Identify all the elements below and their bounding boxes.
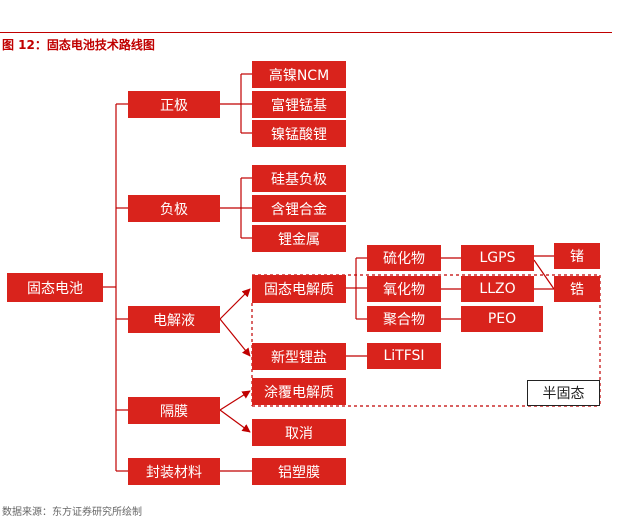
title-rule (0, 32, 612, 33)
category-electrolyte: 电解液 (128, 306, 220, 333)
semi-solid-label: 半固态 (527, 380, 600, 406)
category-separator: 隔膜 (128, 397, 220, 424)
lithium-salt-example: LiTFSI (367, 343, 441, 369)
dopant: 锗 (554, 243, 600, 269)
solid-example: LLZO (461, 276, 534, 302)
solid-type: 聚合物 (367, 306, 441, 332)
root-node: 固态电池 (7, 273, 103, 302)
anode-item: 硅基负极 (252, 165, 346, 192)
packaging-item: 铝塑膜 (252, 458, 346, 485)
electrolyte-item-new-salt: 新型锂盐 (252, 343, 346, 370)
electrolyte-item-solid: 固态电解质 (252, 275, 346, 303)
dopant: 锆 (554, 276, 600, 302)
category-anode: 负极 (128, 195, 220, 222)
solid-example: LGPS (461, 245, 534, 271)
data-source: 数据来源：东方证券研究所绘制 (2, 507, 142, 518)
solid-example: PEO (461, 306, 543, 332)
anode-item: 锂金属 (252, 225, 346, 252)
cathode-item: 镍锰酸锂 (252, 120, 346, 147)
anode-item: 含锂合金 (252, 195, 346, 222)
separator-item: 涂覆电解质 (252, 378, 346, 405)
cathode-item: 富锂锰基 (252, 91, 346, 118)
figure-title: 图 12：固态电池技术路线图 (2, 38, 155, 52)
solid-type: 硫化物 (367, 245, 441, 271)
separator-item: 取消 (252, 419, 346, 446)
cathode-item: 高镍NCM (252, 61, 346, 88)
solid-type: 氧化物 (367, 276, 441, 302)
category-cathode: 正极 (128, 91, 220, 118)
category-packaging: 封装材料 (128, 458, 220, 485)
